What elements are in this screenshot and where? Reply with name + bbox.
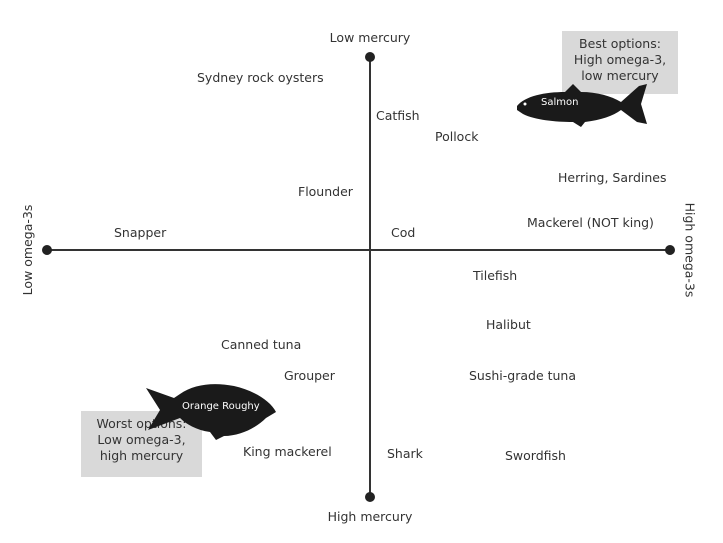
axis-endpoint-top xyxy=(365,52,375,62)
fish-label: Halibut xyxy=(486,316,531,332)
axis-endpoint-right xyxy=(665,245,675,255)
fish-label: King mackerel xyxy=(243,443,332,459)
fish-label: Snapper xyxy=(114,224,167,240)
axis-label-high-mercury: High mercury xyxy=(327,509,413,524)
axis-label-high-omega3: High omega-3s xyxy=(682,202,698,298)
fish-label: Mackerel (NOT king) xyxy=(527,214,654,230)
fish-label: Shark xyxy=(387,445,423,461)
fish-label: Sushi-grade tuna xyxy=(469,367,577,383)
callout-line: low mercury xyxy=(581,68,659,83)
fish-label: Pollock xyxy=(435,128,479,144)
salmon-icon: Salmon xyxy=(515,80,650,128)
fish-label: Sydney rock oysters xyxy=(197,69,324,85)
fish-label: Catfish xyxy=(376,107,420,123)
axis-label-low-omega3: Low omega-3s xyxy=(19,204,35,296)
callout-line: Low omega-3, xyxy=(97,432,186,447)
fish-label: Cod xyxy=(391,224,416,240)
callout-line: high mercury xyxy=(99,448,184,463)
callout-line: High omega-3, xyxy=(573,52,667,67)
axis-label-low-mercury: Low mercury xyxy=(329,30,411,45)
fish-label: Grouper xyxy=(284,367,335,383)
fish-label: Swordfish xyxy=(505,447,566,463)
orange-roughy-icon: Orange Roughy xyxy=(144,380,279,440)
worst-options-callout: Worst options: Low omega-3, high mercury xyxy=(81,411,202,477)
axis-endpoint-left xyxy=(42,245,52,255)
salmon-label: Salmon xyxy=(541,97,579,108)
best-options-callout: Best options: High omega-3, low mercury xyxy=(562,31,678,94)
orange-roughy-label: Orange Roughy xyxy=(182,401,260,412)
fish-label: Tilefish xyxy=(473,267,518,283)
fish-label: Flounder xyxy=(298,183,353,199)
callout-line: Best options: xyxy=(579,36,661,51)
axis-endpoint-bottom xyxy=(365,492,375,502)
fish-label: Herring, Sardines xyxy=(558,169,667,185)
fish-label: Canned tuna xyxy=(221,336,302,352)
